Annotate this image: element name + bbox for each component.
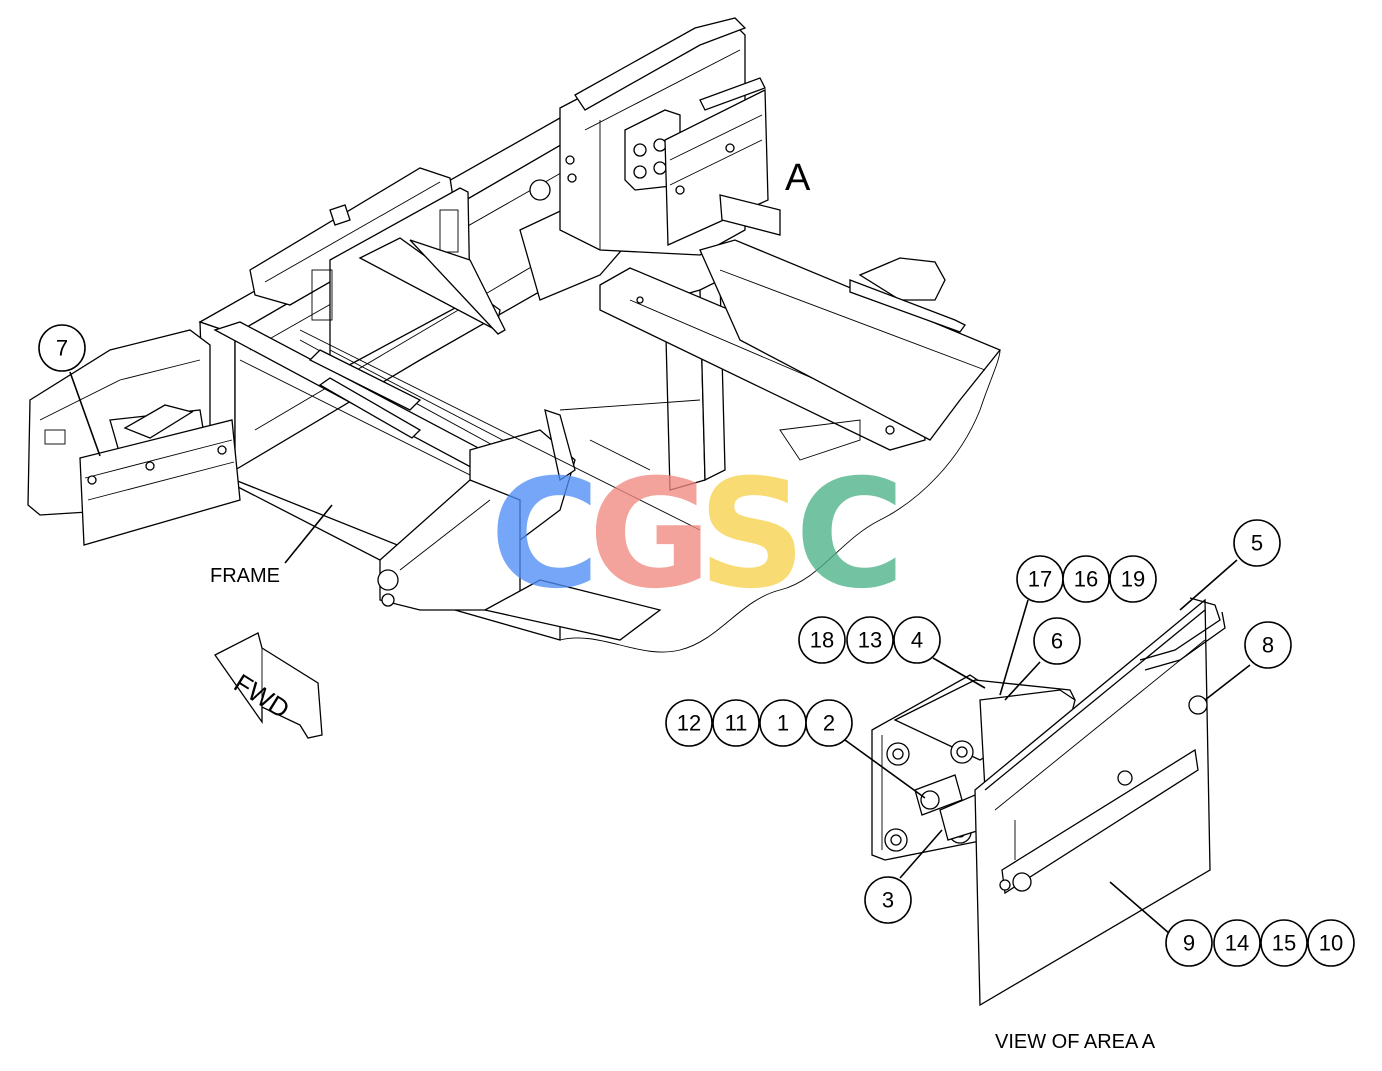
callout-8-text: 8	[1262, 633, 1274, 658]
callout-15-text: 15	[1272, 931, 1296, 956]
callout-12-text: 12	[677, 711, 701, 736]
callout-14-text: 14	[1225, 931, 1249, 956]
callout-17-text: 17	[1028, 567, 1052, 592]
callout-5-text: 5	[1251, 531, 1263, 556]
watermark-letter-c: C	[490, 448, 600, 622]
callout-14: 14	[1213, 919, 1261, 967]
callout-18: 18	[798, 616, 846, 664]
callout-4-text: 4	[911, 628, 923, 653]
callout-2-text: 2	[823, 711, 835, 736]
view-caption: VIEW OF AREA A	[995, 1031, 1156, 1053]
callout-10-text: 10	[1319, 931, 1343, 956]
callout-1-text: 1	[777, 711, 789, 736]
callout-3-text: 3	[882, 888, 894, 913]
callout-17: 17	[1016, 555, 1064, 603]
callout-6: 6	[1033, 617, 1081, 665]
frame-leader-line	[284, 504, 333, 564]
callout-7-text: 7	[56, 336, 68, 361]
watermark-letter-s: S	[698, 448, 806, 622]
frame-label: FRAME	[210, 565, 280, 587]
watermark-letter-g: G	[588, 448, 711, 622]
area-a-detail-drawing	[871, 597, 1226, 1007]
callout-9: 9	[1165, 919, 1213, 967]
callout-11: 11	[712, 699, 760, 747]
callout-16-text: 16	[1074, 567, 1098, 592]
callout-19: 19	[1109, 555, 1157, 603]
callout-11-text: 11	[725, 711, 748, 736]
watermark: C G S C	[490, 448, 905, 622]
callout-6-text: 6	[1051, 629, 1063, 654]
view-marker-a: A	[785, 157, 811, 199]
callout-19-text: 19	[1121, 567, 1145, 592]
callout-5: 5	[1233, 519, 1281, 567]
callout-13-text: 13	[858, 628, 882, 653]
callout-16: 16	[1062, 555, 1110, 603]
callout-4: 4	[893, 616, 941, 664]
callout-12: 12	[665, 699, 713, 747]
frame-drawing	[27, 17, 1002, 653]
callout-13: 13	[846, 616, 894, 664]
callout-3: 3	[864, 876, 912, 924]
callout-15: 15	[1260, 919, 1308, 967]
callout-9-text: 9	[1183, 931, 1195, 956]
callout-1: 1	[759, 699, 807, 747]
callout-7: 7	[38, 324, 86, 372]
fwd-arrow: FWD	[214, 632, 323, 739]
watermark-letter-c-2: C	[795, 448, 905, 622]
callout-18-text: 18	[810, 628, 834, 653]
callout-8: 8	[1244, 621, 1292, 669]
callout-2: 2	[805, 699, 853, 747]
callout-leaders	[69, 371, 1251, 935]
callout-10: 10	[1307, 919, 1355, 967]
